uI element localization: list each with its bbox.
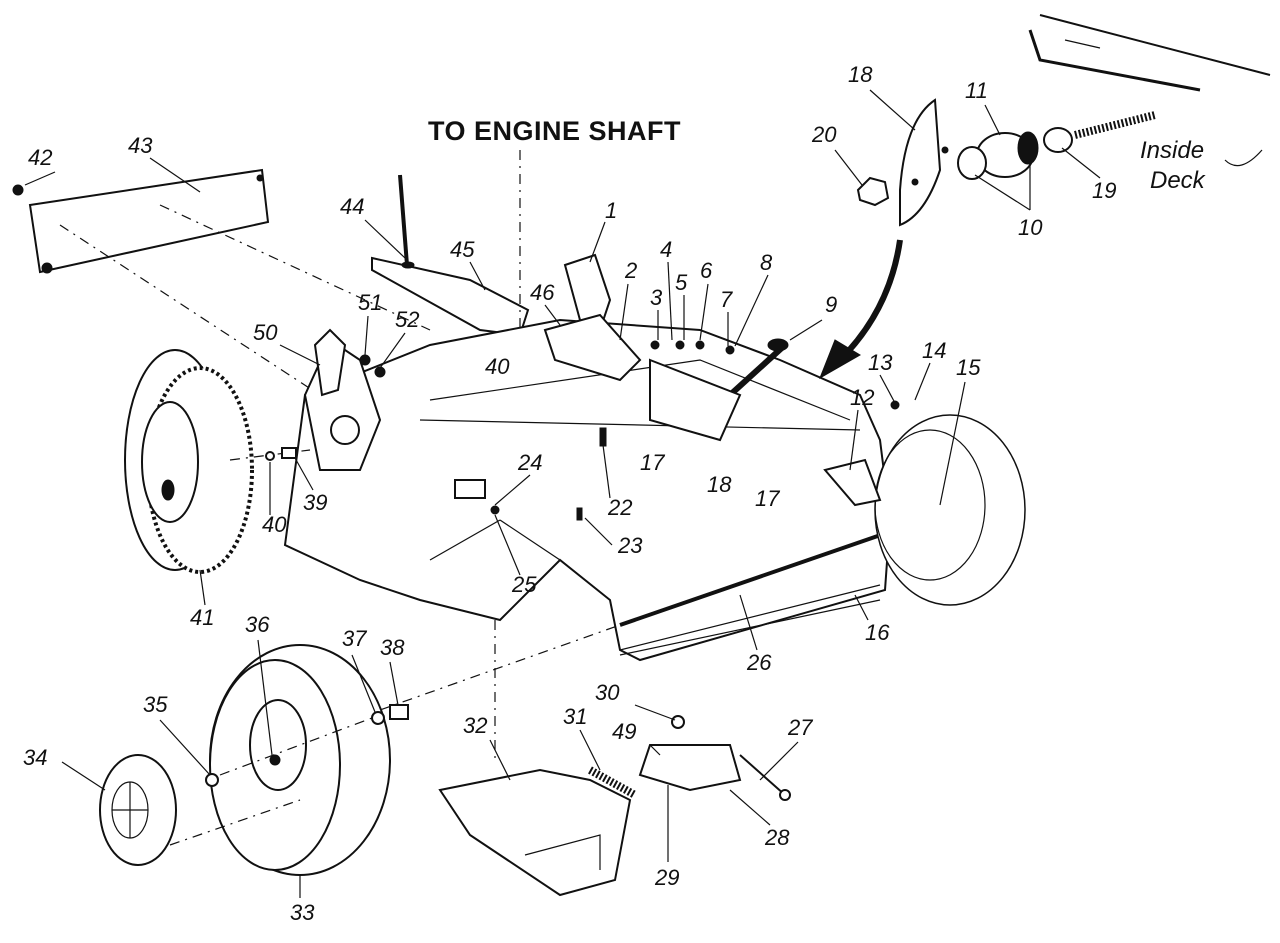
hub-cap	[99, 754, 177, 866]
rear-plate	[12, 168, 270, 274]
callout-11: 11	[965, 78, 988, 103]
direction-arrow	[819, 239, 903, 380]
callout-8: 8	[760, 250, 773, 275]
callout-10: 10	[1018, 215, 1043, 240]
callout-44: 44	[340, 194, 364, 219]
callout-35: 35	[143, 692, 168, 717]
callout-labels: 42 43 44 45 1 2 3 4 5 6 7 8 9 46 50 51 5…	[23, 62, 1116, 925]
callout-33: 33	[290, 900, 315, 925]
callout-46: 46	[530, 280, 555, 305]
callout-43: 43	[128, 133, 153, 158]
callout-29: 29	[654, 865, 679, 890]
callout-25: 25	[511, 572, 537, 597]
inset-label-deck: Deck	[1150, 167, 1207, 194]
callout-37: 37	[342, 626, 367, 651]
callout-15: 15	[956, 355, 981, 380]
callout-40a: 40	[485, 354, 510, 379]
callout-16: 16	[865, 620, 890, 645]
callout-42: 42	[28, 145, 52, 170]
callout-27: 27	[787, 715, 813, 740]
callout-30: 30	[595, 680, 620, 705]
callout-1: 1	[605, 198, 617, 223]
callout-50: 50	[253, 320, 278, 345]
handle-bracket	[543, 253, 642, 382]
callout-49: 49	[612, 719, 636, 744]
discharge-guard	[438, 768, 632, 897]
callout-40b: 40	[262, 512, 287, 537]
callout-28: 28	[764, 825, 790, 850]
mower-deck	[283, 318, 892, 662]
callout-34: 34	[23, 745, 47, 770]
callout-41: 41	[190, 605, 214, 630]
callout-5: 5	[675, 270, 688, 295]
callout-17b: 17	[755, 486, 780, 511]
callout-38: 38	[380, 635, 405, 660]
callout-31: 31	[563, 704, 587, 729]
height-adjust-bracket	[303, 328, 382, 471]
callout-26: 26	[746, 650, 772, 675]
hinge-bracket	[638, 715, 791, 801]
callout-4: 4	[660, 237, 672, 262]
callout-18b: 18	[848, 62, 873, 87]
front-wheel	[209, 644, 391, 876]
callout-51: 51	[358, 290, 382, 315]
callout-20: 20	[811, 122, 837, 147]
inset-label-inside: Inside	[1140, 137, 1204, 164]
inside-deck-inset	[856, 14, 1271, 227]
callout-52: 52	[395, 307, 419, 332]
callout-13: 13	[868, 350, 893, 375]
rear-gear-wheel	[124, 349, 254, 574]
callout-45: 45	[450, 237, 475, 262]
callout-2: 2	[624, 258, 637, 283]
callout-22: 22	[607, 495, 632, 520]
callout-9: 9	[825, 292, 837, 317]
lever-arm	[649, 338, 789, 442]
diagram-heading: TO ENGINE SHAFT	[428, 116, 681, 146]
callout-3: 3	[650, 285, 663, 310]
callout-23: 23	[617, 533, 643, 558]
leader-lines	[24, 89, 1101, 898]
callout-12: 12	[850, 385, 874, 410]
callout-6: 6	[700, 258, 713, 283]
callout-19: 19	[1092, 178, 1116, 203]
callout-36: 36	[245, 612, 270, 637]
callout-18a: 18	[707, 472, 732, 497]
callout-7: 7	[720, 287, 733, 312]
right-wheel	[874, 414, 1026, 606]
callout-39: 39	[303, 490, 327, 515]
callout-17a: 17	[640, 450, 665, 475]
callout-14: 14	[922, 338, 946, 363]
callout-32: 32	[463, 713, 487, 738]
callout-24: 24	[517, 450, 542, 475]
